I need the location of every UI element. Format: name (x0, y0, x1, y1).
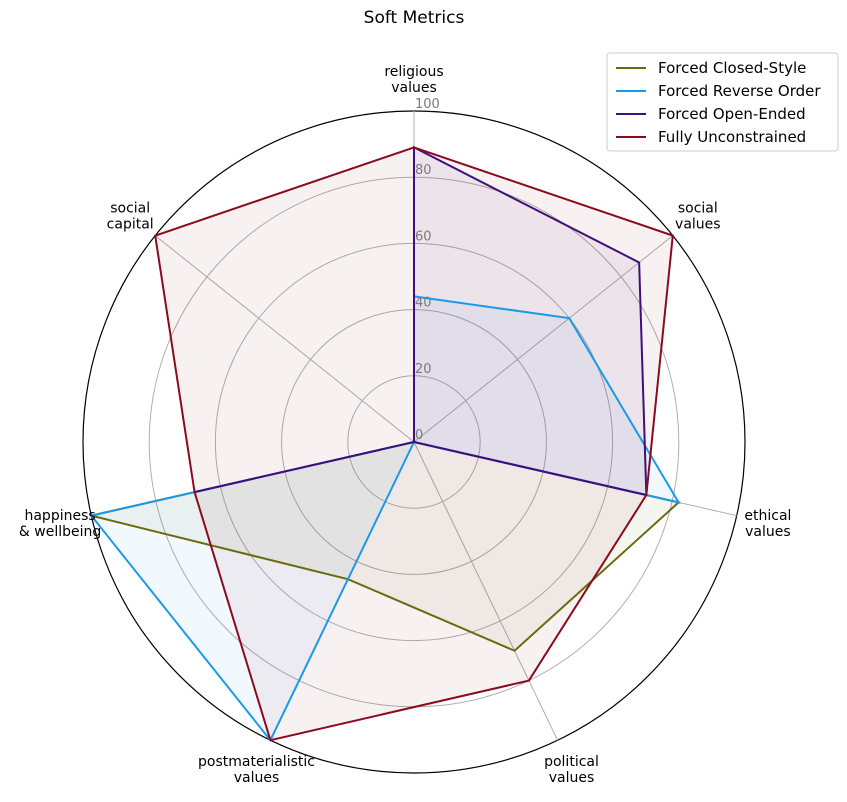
legend-label: Forced Closed-Style (658, 59, 806, 77)
axis-label-line: values (391, 80, 437, 96)
series-fills (91, 147, 679, 741)
series-lines (89, 145, 681, 743)
series-line (194, 145, 648, 497)
axis-label-line: social (678, 201, 718, 217)
tick-label: 0 (415, 428, 423, 443)
tick-label: 40 (415, 296, 432, 311)
axis-label-line: values (675, 217, 721, 233)
tick-label: 80 (415, 163, 432, 178)
axis-label-line: postmaterialistic (198, 754, 315, 770)
axis-label-line: political (544, 754, 599, 770)
axis-label-line: values (234, 770, 280, 786)
series-fill (194, 147, 647, 496)
axis-label-line: capital (107, 217, 154, 233)
series-fill (91, 442, 679, 651)
spoke-line (154, 235, 415, 443)
legend-label: Fully Unconstrained (658, 128, 806, 146)
chart-title: Soft Metrics (364, 8, 465, 28)
axis-label-line: values (549, 770, 595, 786)
tick-label: 20 (415, 362, 432, 377)
axis-label-line: & wellbeing (19, 524, 101, 540)
axis-label-line: ethical (744, 508, 791, 524)
legend-label: Forced Open-Ended (658, 105, 806, 123)
legend-label: Forced Reverse Order (658, 82, 821, 100)
axis-label-line: social (110, 201, 150, 217)
axis-label-line: values (745, 524, 791, 540)
radial-ticks: 0 20 40 60 80 100 (415, 97, 440, 443)
series-fill (91, 296, 679, 741)
tick-label: 60 (415, 229, 432, 244)
axis-label: happiness& wellbeing (19, 508, 101, 540)
tick-label: 100 (415, 97, 440, 112)
axis-label-line: religious (384, 64, 443, 80)
spoke-line (413, 235, 674, 443)
series-line (154, 146, 674, 742)
legend-frame (606, 52, 839, 152)
axis-label-line: happiness (24, 508, 95, 524)
spoke-line (413, 441, 559, 741)
